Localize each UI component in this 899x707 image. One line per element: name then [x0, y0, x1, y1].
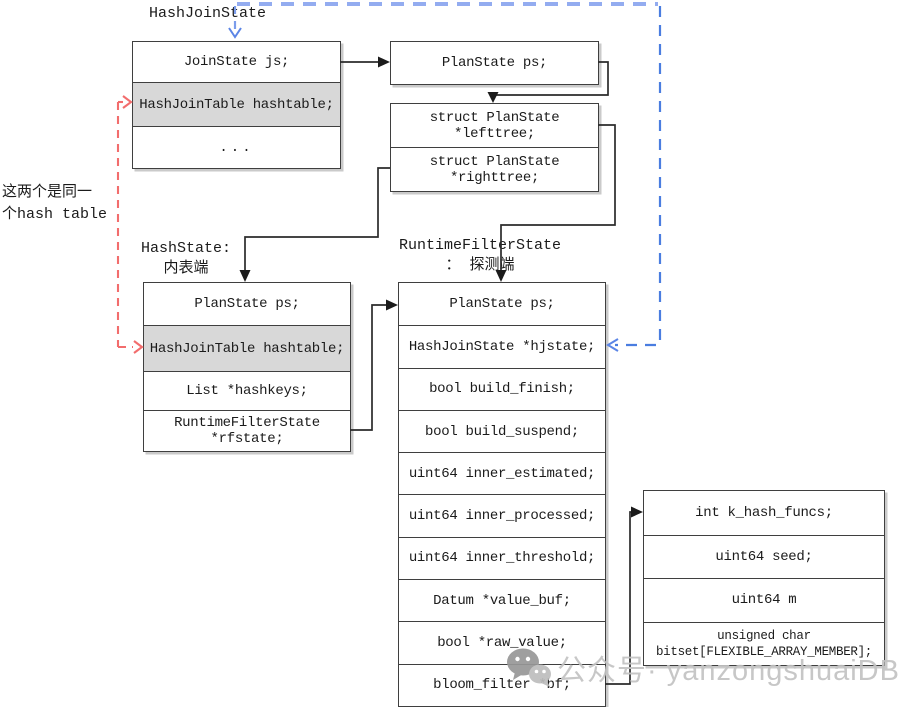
- field-ellipsis: ...: [133, 126, 340, 168]
- arrow-joinstate-to-planstate: [340, 56, 390, 68]
- same-hashtable-note: 这两个是同一 个hash table: [2, 184, 108, 223]
- field-lefttree: struct PlanState *lefttree;: [429, 109, 560, 142]
- hashjoinstate-label: HashJoinState: [149, 5, 267, 22]
- field-inner-processed: uint64 inner_processed;: [399, 494, 605, 536]
- red-arrow-right-icon: [133, 340, 144, 354]
- runtimefilterstate-box: PlanState ps; HashJoinState *hjstate; bo…: [398, 282, 606, 707]
- blue-arrow-down-icon: [228, 27, 242, 39]
- blue-arrow-left-icon: [606, 338, 619, 352]
- field-bitset: unsigned char bitset[FLEXIBLE_ARRAY_MEMB…: [644, 621, 884, 666]
- field-value-buf: Datum *value_buf;: [399, 579, 605, 621]
- planstate-box: PlanState ps;: [390, 41, 599, 85]
- plan-subtrees-box: struct PlanState *lefttree; struct PlanS…: [390, 103, 599, 192]
- red-arrow-right-icon: [122, 95, 133, 109]
- field-m: uint64 m: [644, 578, 884, 622]
- field-hjstate: HashJoinState *hjstate;: [399, 325, 605, 367]
- field-build-suspend: bool build_suspend;: [399, 409, 605, 452]
- field-joinstate-js: JoinState js;: [183, 54, 290, 70]
- arrow-rfstate-to-runtimefilterstate-ps: [350, 299, 398, 431]
- runtimefilterstate-label: RuntimeFilterState ： 探测端: [398, 237, 562, 274]
- hashjoinstate-box: JoinState js; HashJoinTable hashtable; .…: [132, 41, 341, 169]
- field-k-hash-funcs: int k_hash_funcs;: [695, 504, 833, 521]
- bloom-filter-box: int k_hash_funcs; uint64 seed; uint64 m …: [643, 490, 885, 666]
- field-hashjointable-hashtable: HashJoinTable hashtable;: [133, 82, 340, 126]
- hashstate-label: HashState: 内表端: [140, 240, 231, 277]
- arrow-righttree-to-hashstate: [239, 167, 390, 282]
- field-raw-value: bool *raw_value;: [399, 621, 605, 663]
- field-planstate-ps: PlanState ps;: [441, 55, 548, 71]
- field-hashkeys: List *hashkeys;: [144, 371, 350, 410]
- wechat-icon: [507, 648, 551, 687]
- watermark: 公众号· yanzongshuaiDBA: [505, 646, 899, 690]
- field-inner-estimated: uint64 inner_estimated;: [399, 452, 605, 494]
- field-build-finish: bool build_finish;: [399, 367, 605, 410]
- field-righttree: struct PlanState *righttree;: [391, 147, 598, 191]
- field-seed: uint64 seed;: [644, 534, 884, 579]
- watermark-text: 公众号· yanzongshuaiDBA: [557, 655, 899, 687]
- field-hashjointable-hashtable: HashJoinTable hashtable;: [144, 325, 350, 371]
- field-rfstate: RuntimeFilterState *rfstate;: [144, 410, 350, 451]
- field-planstate-ps: PlanState ps;: [194, 296, 300, 312]
- hashstate-box: PlanState ps; HashJoinTable hashtable; L…: [143, 282, 351, 452]
- field-inner-threshold: uint64 inner_threshold;: [399, 536, 605, 579]
- field-planstate-ps: PlanState ps;: [449, 296, 555, 313]
